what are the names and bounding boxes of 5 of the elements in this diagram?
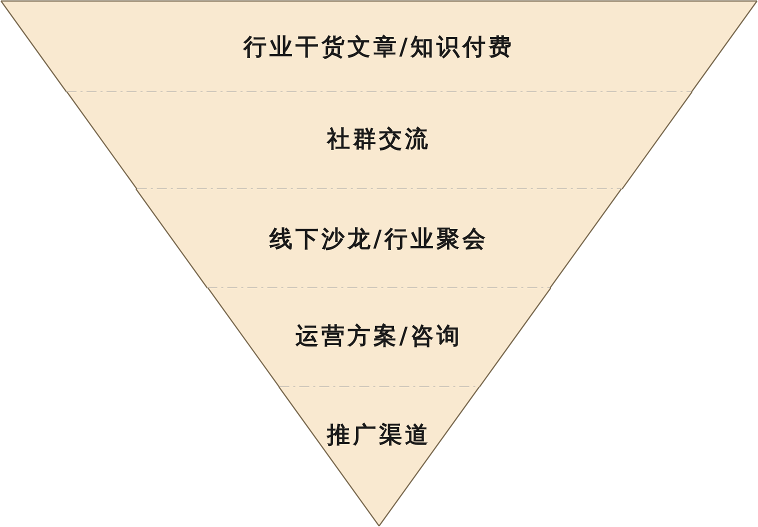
band-label: 推广渠道	[326, 420, 431, 450]
band-label: 社群交流	[326, 124, 431, 154]
band-label: 线下沙龙/行业聚会	[269, 224, 489, 254]
band-label: 行业干货文章/知识付费	[243, 32, 515, 62]
band-label: 运营方案/咨询	[295, 322, 463, 352]
